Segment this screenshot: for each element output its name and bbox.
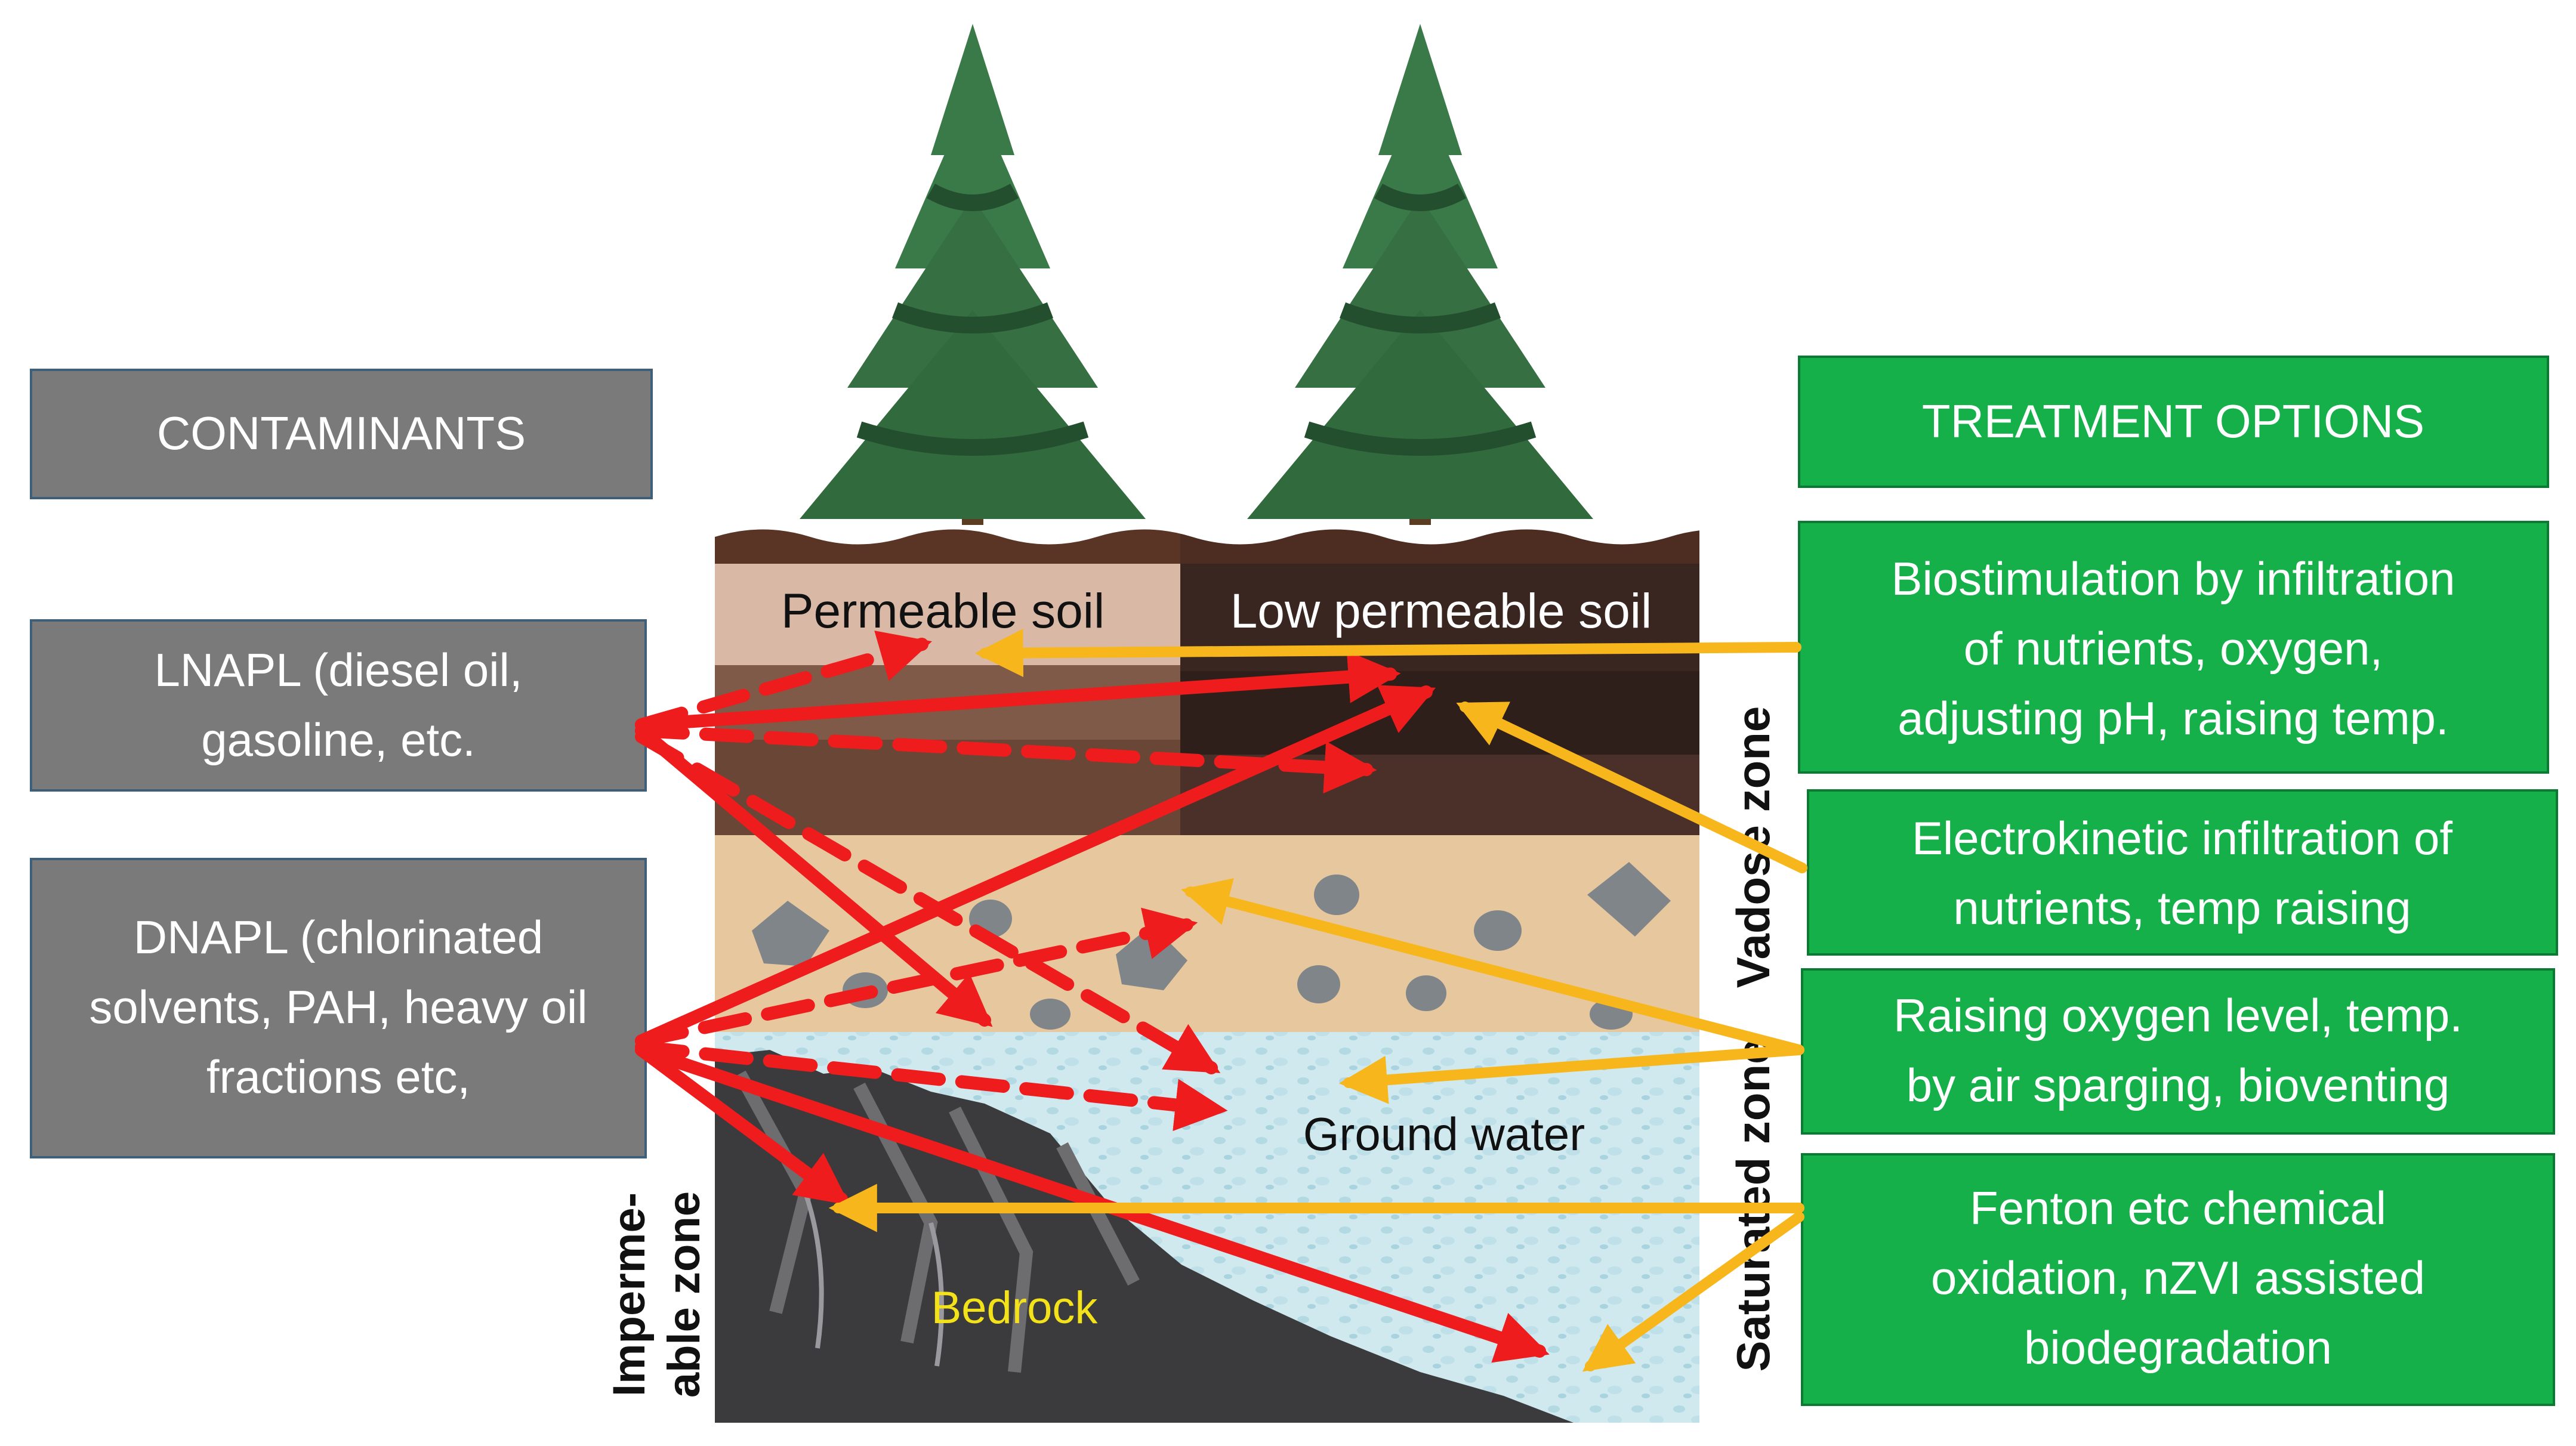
lnapl-arrow-water-dashed xyxy=(635,730,1221,1074)
biostimulation-line-3: adjusting pH, raising temp. xyxy=(1898,692,2448,744)
fenton-box: Fenton etc chemical oxidation, nZVI assi… xyxy=(1801,1153,2555,1406)
lnapl-line-2: gasoline, etc. xyxy=(201,713,476,766)
oxygen-line-1: Raising oxygen level, temp. xyxy=(1893,989,2463,1042)
lnapl-arrow-gravel xyxy=(635,724,993,1027)
oxygen-arrow-gravel xyxy=(1181,878,1804,1055)
biostimulation-line-1: Biostimulation by infiltration xyxy=(1891,552,2455,605)
bedrock-label: Bedrock xyxy=(931,1283,1099,1333)
dnapl-arrow-bedrock-top xyxy=(635,1043,850,1206)
fenton-arrow-water xyxy=(1582,1212,1804,1372)
electrokinetic-line-2: nutrients, temp raising xyxy=(1953,882,2411,934)
biostimulation-arrow xyxy=(974,629,1801,678)
electrokinetic-box: Electrokinetic infiltration of nutrients… xyxy=(1807,789,2558,956)
oxygen-line-2: by air sparging, bioventing xyxy=(1906,1059,2450,1111)
lnapl-arrow-low-permeable xyxy=(635,650,1401,731)
contaminants-header-box: CONTAMINANTS xyxy=(30,369,653,499)
lnapl-arrow-permeable-dashed xyxy=(635,631,932,731)
dnapl-arrow-water-dashed xyxy=(635,1040,1228,1132)
oxygen-box: Raising oxygen level, temp. by air sparg… xyxy=(1801,968,2555,1135)
treatment-header-box: TREATMENT OPTIONS xyxy=(1798,356,2549,488)
contaminants-header: CONTAMINANTS xyxy=(157,407,526,459)
dnapl-line-3: fractions etc, xyxy=(206,1050,470,1103)
lnapl-box: LNAPL (diesel oil, gasoline, etc. xyxy=(30,619,647,792)
lnapl-arrow-low-permeable-dashed xyxy=(635,724,1377,794)
lnapl-line-1: LNAPL (diesel oil, xyxy=(154,644,522,696)
oxygen-arrow-water xyxy=(1338,1045,1804,1104)
permeable-topsoil xyxy=(715,528,1180,564)
tree-right-icon xyxy=(1247,24,1593,525)
impermeable-zone-line-1: Imperme- xyxy=(604,1192,655,1396)
low-permeable-soil-label: Low permeable soil xyxy=(1230,584,1652,638)
biostimulation-box: Biostimulation by infiltration of nutrie… xyxy=(1798,521,2549,774)
treatment-arrows xyxy=(828,629,1807,1372)
dnapl-line-1: DNAPL (chlorinated xyxy=(134,911,543,963)
dnapl-box: DNAPL (chlorinated solvents, PAH, heavy … xyxy=(30,858,647,1158)
dnapl-arrow-gravel-dashed xyxy=(635,907,1198,1048)
permeable-soil-label: Permeable soil xyxy=(781,584,1105,638)
dnapl-arrow-low-permeable xyxy=(635,685,1436,1048)
ground-water-label: Ground water xyxy=(1303,1108,1585,1160)
impermeable-zone-label: Imperme- able zone xyxy=(604,1191,709,1398)
electrokinetic-line-1: Electrokinetic infiltration of xyxy=(1912,812,2452,864)
impermeable-zone-line-2: able zone xyxy=(659,1191,709,1398)
fenton-line-2: oxidation, nZVI assisted xyxy=(1931,1252,2425,1304)
fenton-line-3: biodegradation xyxy=(2024,1321,2332,1374)
contaminant-arrows xyxy=(635,631,1550,1363)
treatment-header: TREATMENT OPTIONS xyxy=(1922,395,2424,447)
tree-left-icon xyxy=(800,24,1146,525)
electrokinetic-arrow xyxy=(1456,702,1807,873)
fenton-line-1: Fenton etc chemical xyxy=(1970,1182,2386,1234)
biostimulation-line-2: of nutrients, oxygen, xyxy=(1964,622,2383,675)
dnapl-arrow-bedrock-bottom xyxy=(635,1043,1550,1363)
dnapl-line-2: solvents, PAH, heavy oil xyxy=(89,981,587,1033)
